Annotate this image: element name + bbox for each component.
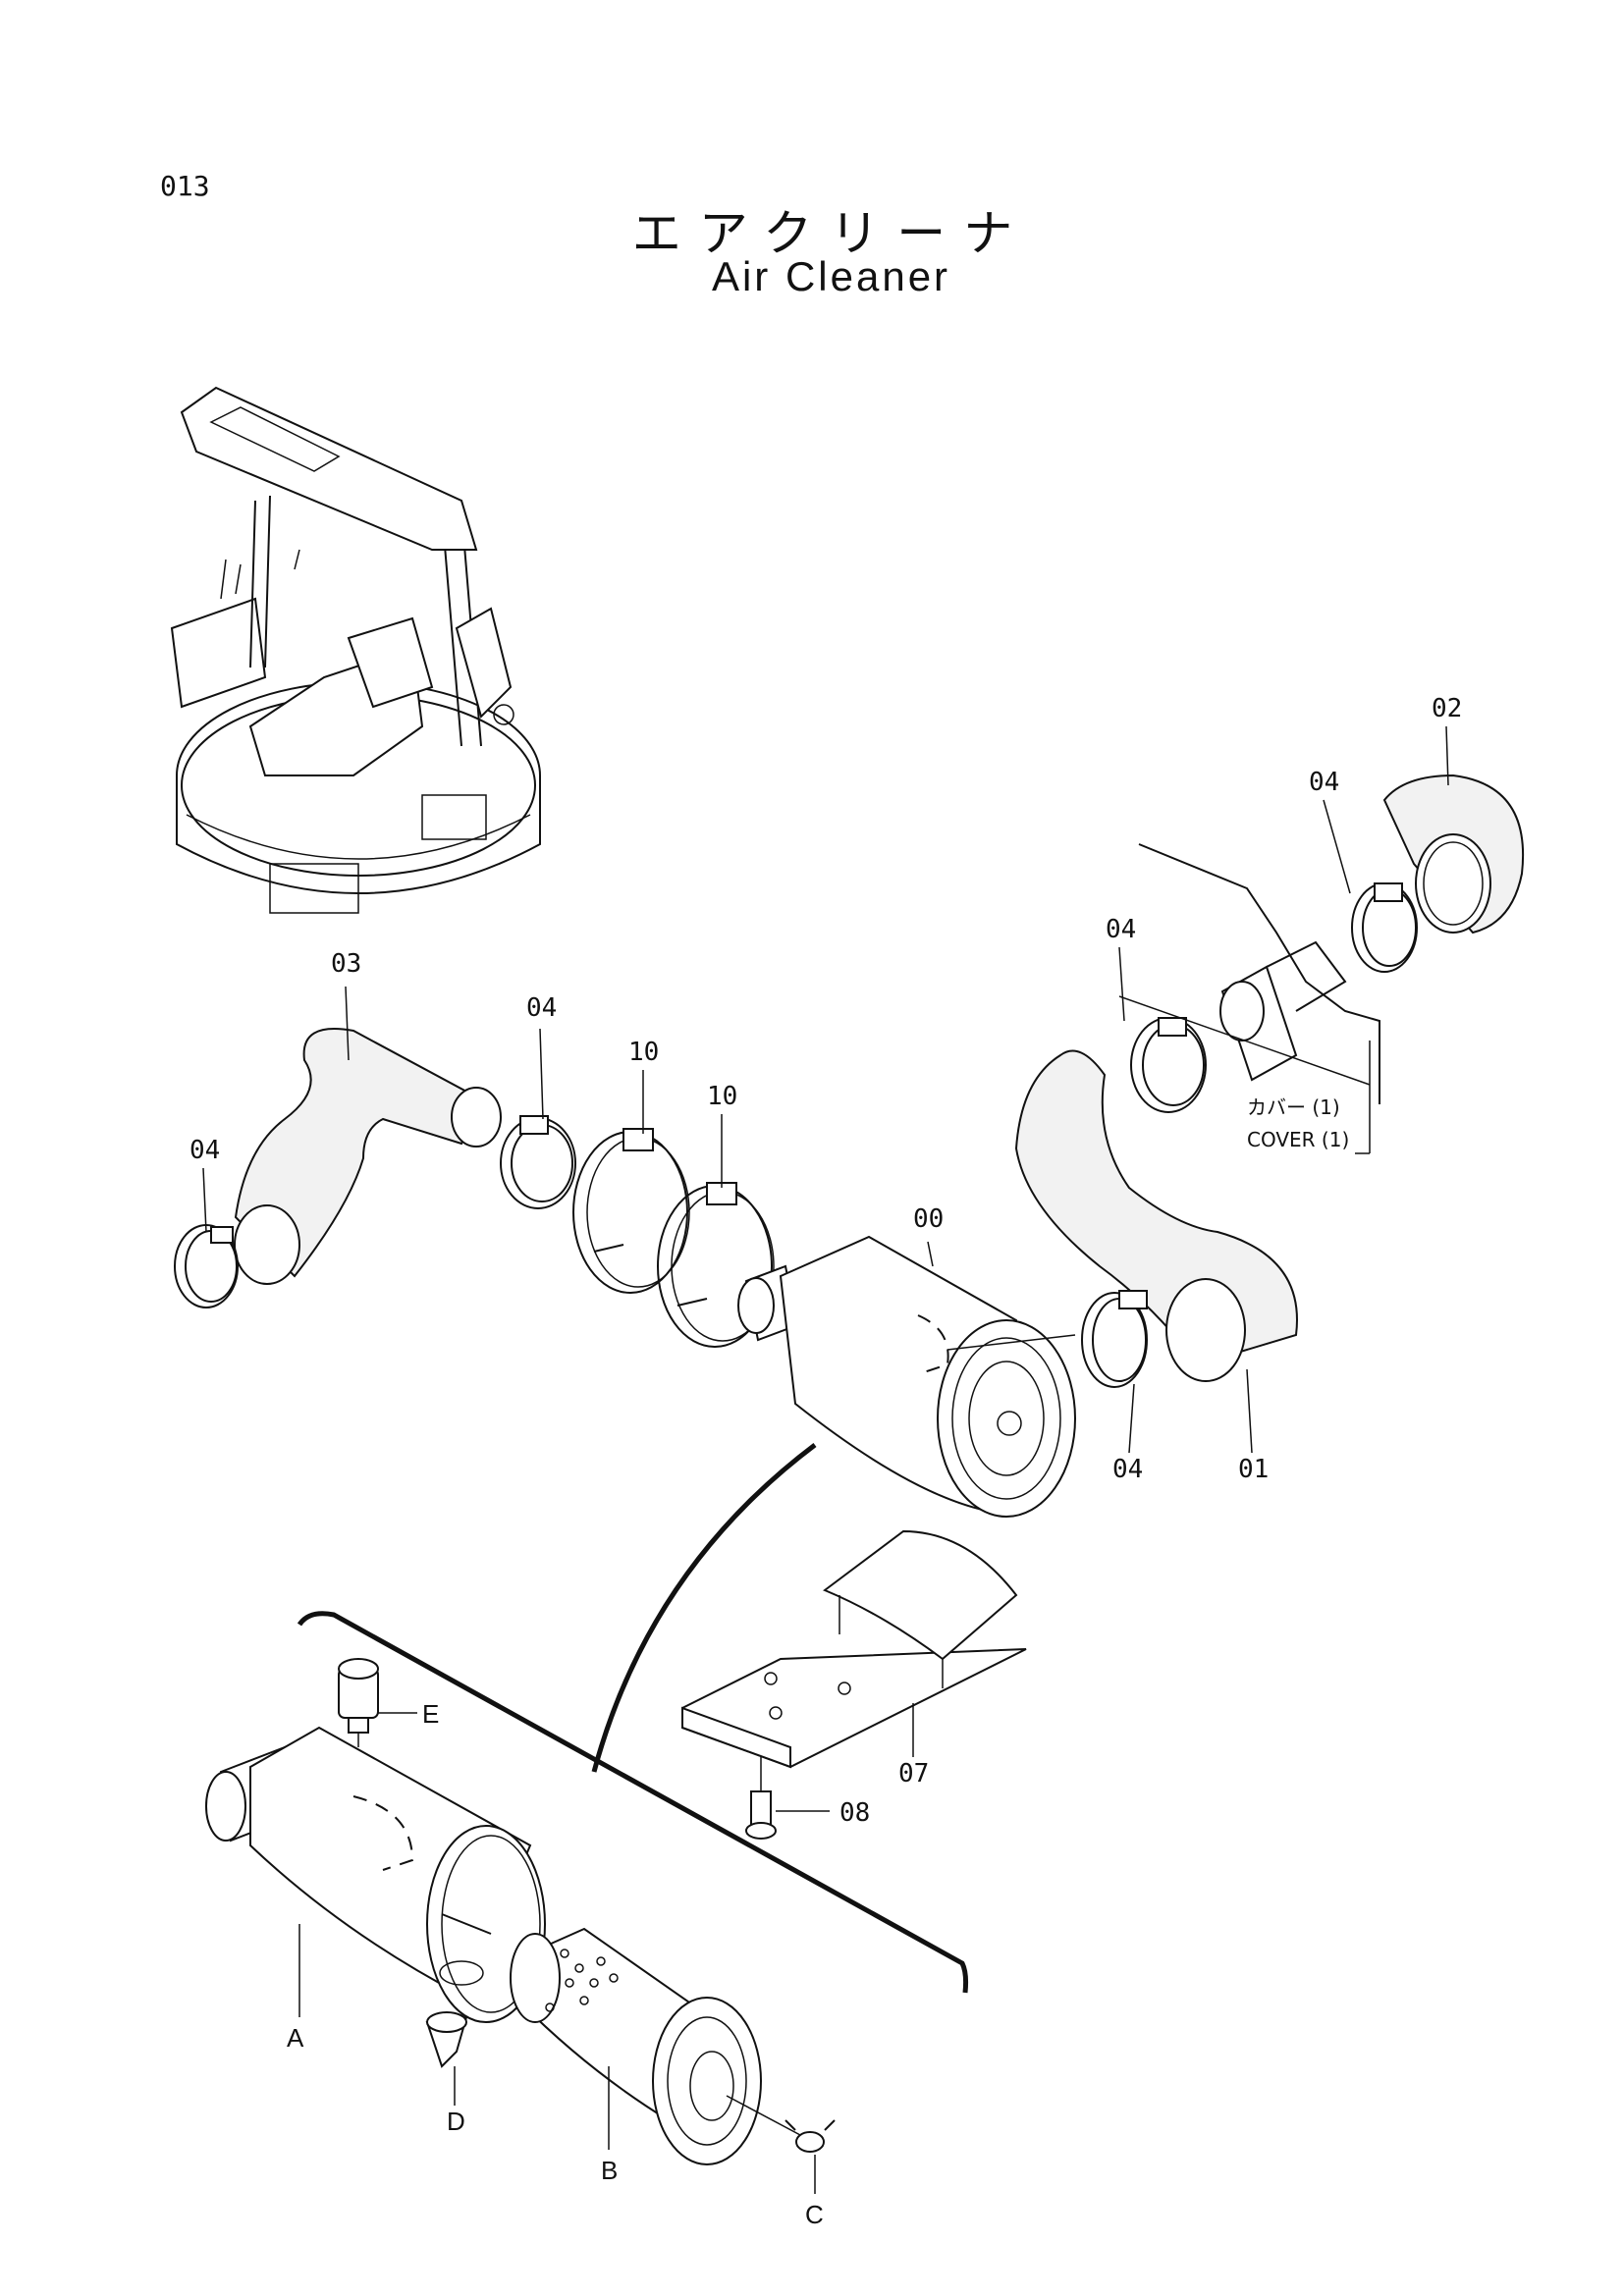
part-04-clamp-mid — [500, 1115, 576, 1209]
sub-D-valve — [425, 2011, 468, 2068]
callout-00: 00 — [913, 1204, 944, 1234]
machine-overview-illustration — [170, 386, 541, 914]
sub-E-indicator — [338, 1658, 379, 1747]
callout-01: 01 — [1238, 1455, 1269, 1484]
callout-03: 03 — [331, 949, 361, 979]
part-02-hose — [1382, 774, 1525, 934]
callout-10-a: 10 — [628, 1038, 659, 1067]
leader-lines — [202, 725, 1449, 2194]
callout-04-right-mid: 04 — [1106, 915, 1136, 944]
detail-boundary-line — [297, 1611, 969, 1994]
callout-10-b: 10 — [707, 1082, 737, 1111]
part-04-clamp-right-low — [1081, 1290, 1148, 1388]
cover-note-japanese: カバー (1) — [1247, 1095, 1340, 1119]
cover-note-english: COVER (1) — [1247, 1128, 1349, 1151]
part-03-hose — [234, 1028, 502, 1285]
callout-A: A — [287, 2023, 304, 2053]
callout-04-top: 04 — [1309, 768, 1339, 797]
detail-leader-curve — [591, 1443, 817, 1773]
title-japanese: エアクリーナ — [631, 205, 1031, 262]
part-01-hose — [1014, 1049, 1298, 1382]
page-number: 013 — [160, 170, 210, 202]
callout-02: 02 — [1432, 694, 1462, 723]
part-04-clamp-top — [1351, 882, 1418, 973]
part-08-bolt — [745, 1757, 777, 1840]
callout-B: B — [601, 2156, 618, 2185]
part-04-clamp-left — [174, 1224, 239, 1308]
callout-04-left: 04 — [189, 1136, 220, 1165]
part-00-air-cleaner — [737, 1235, 1076, 1518]
part-07-bracket — [681, 1529, 1027, 1769]
part-04-clamp-right-mid — [1130, 1017, 1207, 1113]
title-english: Air Cleaner — [711, 253, 951, 299]
callout-08: 08 — [839, 1798, 870, 1828]
cover-sleeve — [1118, 843, 1380, 1154]
callout-D: D — [447, 2107, 465, 2136]
callout-C: C — [805, 2200, 824, 2229]
sub-B-element — [510, 1927, 801, 2165]
callout-04-right-low: 04 — [1112, 1455, 1143, 1484]
callout-E: E — [422, 1699, 439, 1729]
sub-A-housing — [205, 1726, 546, 2023]
callout-07: 07 — [898, 1759, 929, 1789]
sub-C-wing-nut — [784, 2119, 836, 2153]
callout-04-mid: 04 — [526, 993, 557, 1023]
